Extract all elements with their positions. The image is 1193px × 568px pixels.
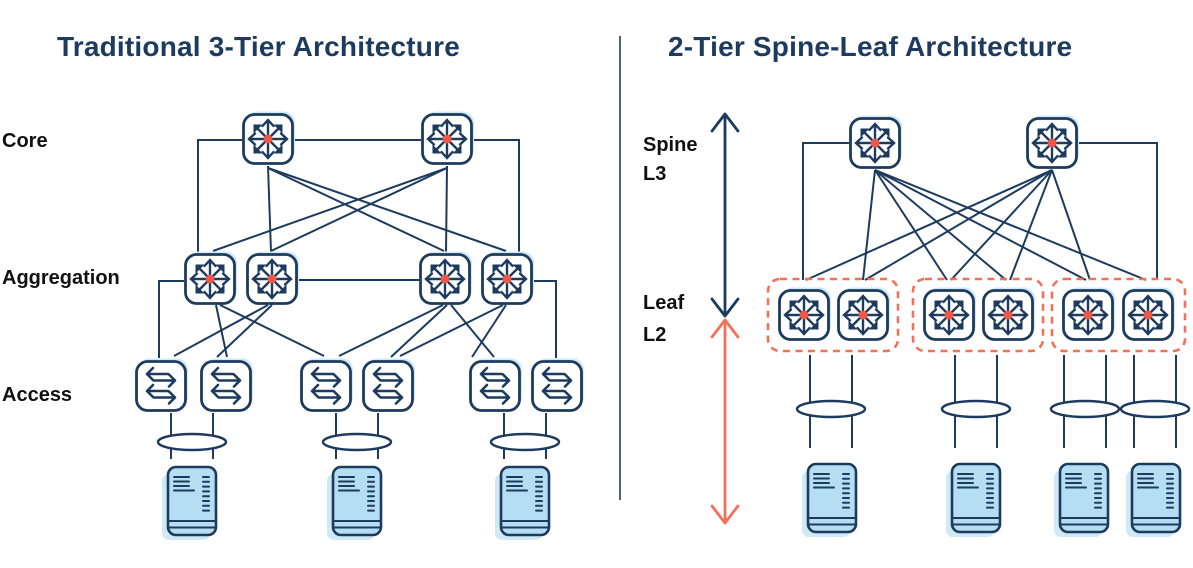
spine-l3-extent-arrow xyxy=(710,112,740,318)
layer-label-access: Access xyxy=(2,384,73,406)
leaf-router-icon xyxy=(1122,286,1177,341)
layer-label-core: Core xyxy=(2,130,48,152)
access-switch-icon xyxy=(362,357,417,412)
left-diagram-title: Traditional 3-Tier Architecture xyxy=(57,31,460,62)
leaf-l2-extent-arrow xyxy=(710,318,740,525)
layer-label-aggregation: Aggregation xyxy=(2,267,120,289)
leaf-router-icon xyxy=(1062,286,1117,341)
right-lan-segments xyxy=(795,399,1191,419)
lan-segment-ellipse xyxy=(321,432,393,452)
left-lan-segments xyxy=(156,432,561,452)
access-layer xyxy=(135,357,586,412)
leaf-tier xyxy=(766,277,1187,353)
server-icon xyxy=(944,462,1002,539)
tier-label-l2: L2 xyxy=(643,324,667,346)
server-icon xyxy=(800,462,858,539)
access-switch-icon xyxy=(469,357,524,412)
right-diagram-title: 2-Tier Spine-Leaf Architecture xyxy=(668,31,1073,62)
core-layer xyxy=(242,110,476,165)
server-icon xyxy=(160,465,218,542)
three-tier-links xyxy=(158,139,557,459)
core-router-icon xyxy=(421,110,476,165)
tier-label-spine: Spine xyxy=(643,134,698,156)
tier-arrows xyxy=(710,112,740,525)
tier-label-leaf: Leaf xyxy=(643,292,685,314)
lan-segment-ellipse xyxy=(940,399,1012,419)
tier-label-l3: L3 xyxy=(643,163,667,185)
access-switch-icon xyxy=(300,357,355,412)
access-switch-icon xyxy=(200,357,255,412)
right-servers xyxy=(800,462,1182,539)
access-switch-icon xyxy=(135,357,190,412)
server-icon xyxy=(1052,462,1110,539)
spine-tier xyxy=(849,114,1081,169)
access-switch-icon xyxy=(531,357,586,412)
aggregation-router-icon xyxy=(481,250,536,305)
spine-router-icon xyxy=(1026,114,1081,169)
leaf-group-outline xyxy=(911,277,1045,353)
aggregation-router-icon xyxy=(419,250,474,305)
lan-segment-ellipse xyxy=(1049,399,1121,419)
leaf-group-outline xyxy=(766,277,900,353)
leaf-router-icon xyxy=(837,286,892,341)
server-icon xyxy=(325,465,383,542)
lan-segment-ellipse xyxy=(156,432,228,452)
leaf-router-icon xyxy=(923,286,978,341)
left-servers xyxy=(160,465,551,542)
aggregation-router-icon xyxy=(184,250,239,305)
spine-router-icon xyxy=(849,114,904,169)
lan-segment-ellipse xyxy=(1119,399,1191,419)
server-icon xyxy=(1124,462,1182,539)
leaf-router-icon xyxy=(778,286,833,341)
server-icon xyxy=(493,465,551,542)
lan-segment-ellipse xyxy=(489,432,561,452)
aggregation-layer xyxy=(184,250,536,305)
lan-segment-ellipse xyxy=(795,399,867,419)
leaf-router-icon xyxy=(982,286,1037,341)
leaf-group-outline xyxy=(1050,277,1187,353)
aggregation-router-icon xyxy=(246,250,301,305)
core-router-icon xyxy=(242,110,297,165)
